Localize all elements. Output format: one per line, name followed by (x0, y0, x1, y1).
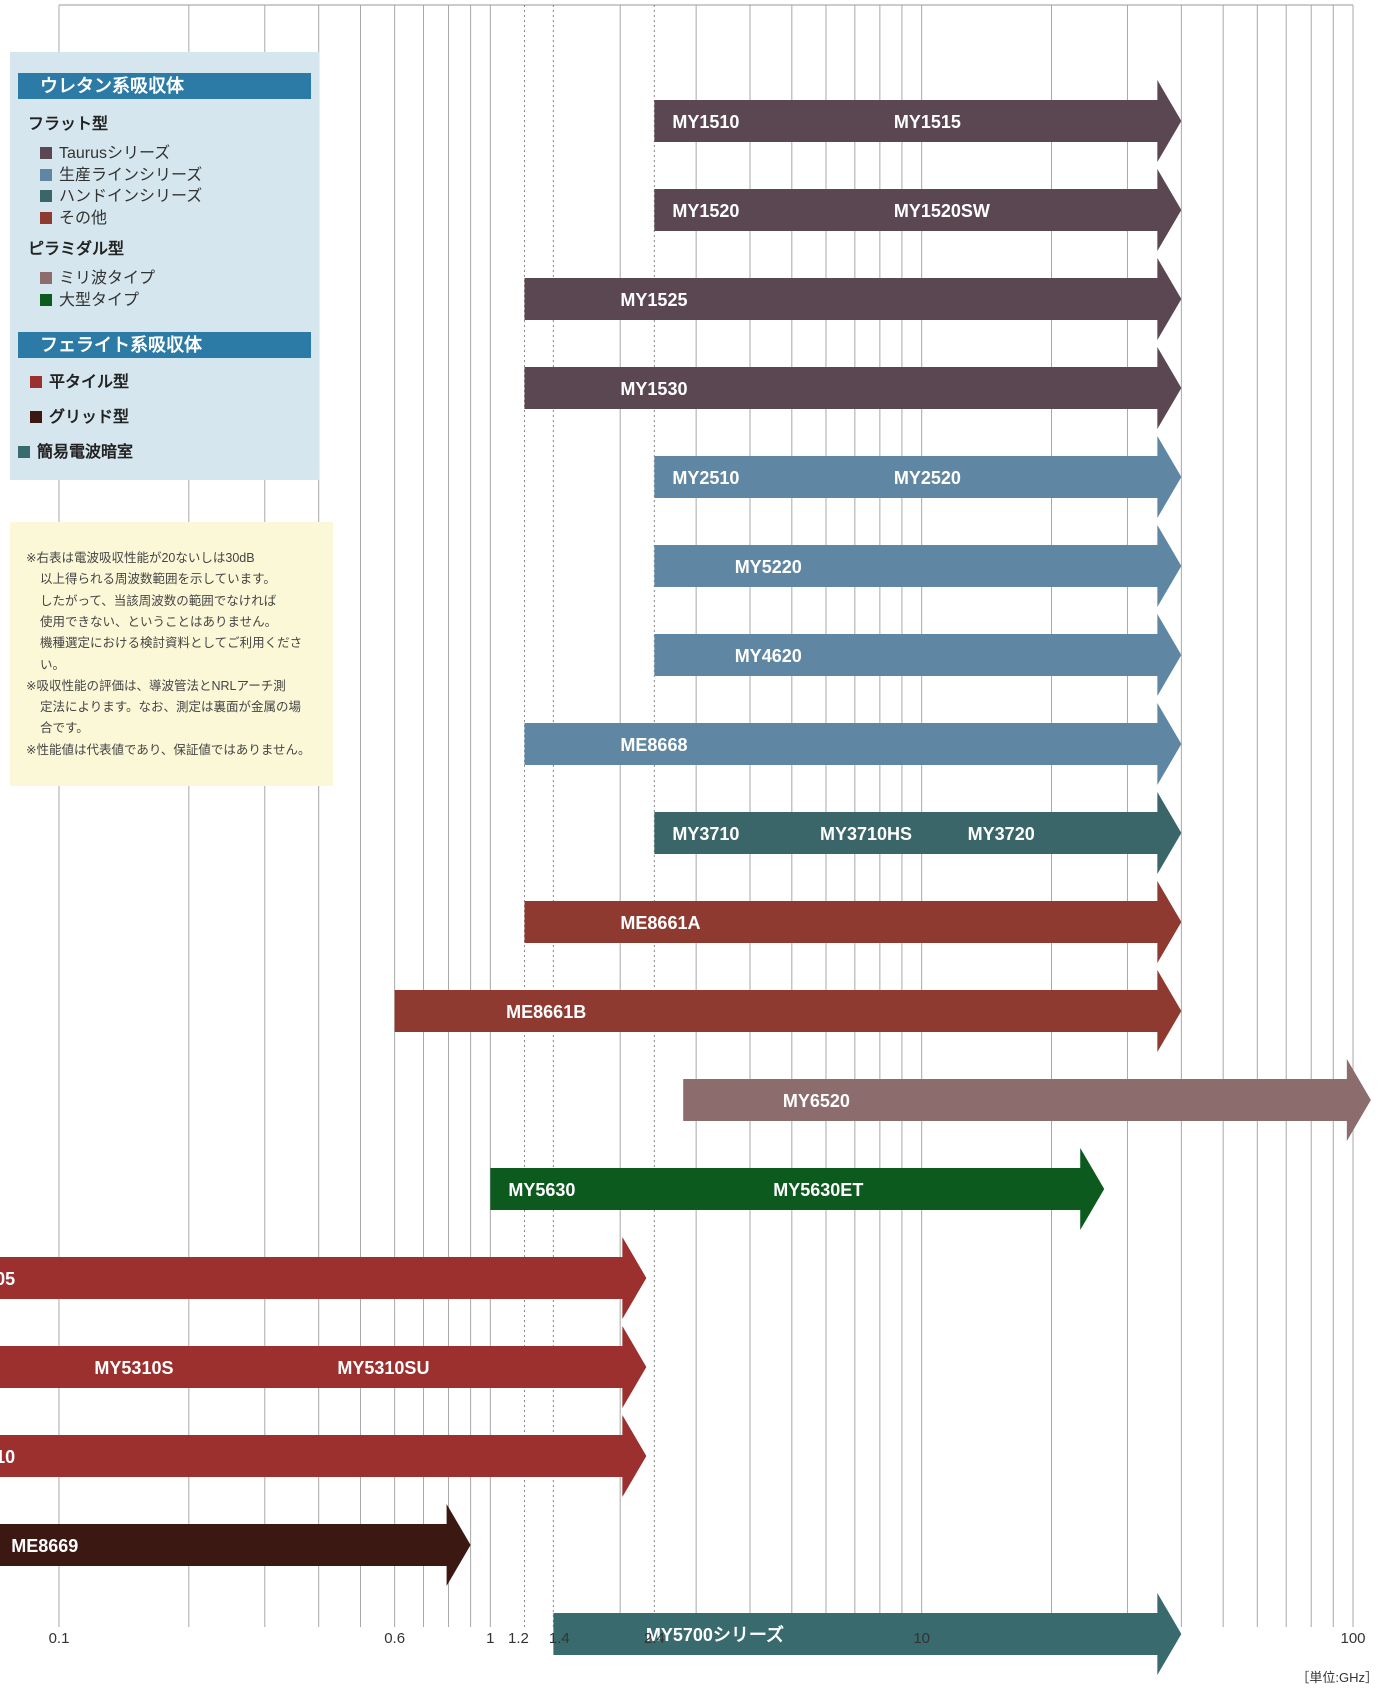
legend-item: ハンドインシリーズ (40, 182, 202, 206)
legend-item: グリッド型 (30, 403, 129, 427)
product-label: MY5630 (508, 1180, 575, 1200)
range-bar (0, 1504, 471, 1586)
legend-swatch (40, 168, 52, 181)
note-line: ※右表は電波吸収性能が20ないしは30dB (26, 551, 255, 565)
legend-item: その他 (40, 204, 107, 228)
product-label: MY6520 (783, 1091, 850, 1111)
legend-item: ミリ波タイプ (40, 264, 155, 288)
product-label: ME8668 (620, 735, 687, 755)
product-label: MY1525 (620, 290, 687, 310)
tick-label: 1.2 (508, 1630, 529, 1647)
legend-panel: ウレタン系吸収体 フラット型 Taurusシリーズ生産ラインシリーズハンドインシ… (10, 52, 319, 480)
product-label: MY2520 (894, 468, 961, 488)
range-bar (490, 1148, 1105, 1230)
note-line: 機種選定における検討資料としてご利用くださ (40, 636, 303, 651)
range-bar (394, 970, 1182, 1052)
range-bar (0, 1326, 647, 1408)
legend-urethane-title: ウレタン系吸収体 (18, 73, 311, 99)
product-label: MY5630ET (773, 1180, 863, 1200)
tick-label: 0.1 (49, 1630, 70, 1647)
legend-item-label: ミリ波タイプ (59, 270, 156, 287)
product-label: MY5305 (0, 1269, 15, 1289)
tick-label: 100 (1340, 1630, 1365, 1647)
product-label: MY3710 (672, 824, 739, 844)
legend-swatch (40, 293, 52, 306)
tick-label: 1 (486, 1630, 494, 1647)
tick-label: 2.4 (644, 1630, 665, 1647)
legend-swatch (40, 272, 52, 284)
range-bar (553, 1593, 1182, 1675)
note-line: ※吸収性能の評価は、導波管法とNRLアーチ測 (26, 678, 286, 693)
legend-swatch (40, 147, 52, 159)
product-label: MY5220 (735, 557, 802, 577)
range-bar (654, 80, 1182, 162)
legend-item: 生産ラインシリーズ (40, 161, 202, 185)
legend-flat-title: フラット型 (28, 116, 109, 133)
tick-label: 1.4 (549, 1630, 570, 1647)
product-label: ME8661A (620, 913, 700, 933)
legend-item-label: 簡易電波暗室 (37, 444, 134, 461)
range-bar (654, 792, 1182, 874)
legend-ferrite-title: フェライト系吸収体 (18, 332, 311, 358)
note-line: 使用できない、ということはありません。 (40, 614, 278, 629)
range-bar (524, 347, 1182, 429)
range-bar (654, 614, 1182, 696)
product-label: MY5700シリーズ (646, 1624, 784, 1645)
product-label: MY5310S (94, 1358, 173, 1378)
legend-swatch (30, 411, 42, 423)
note-line: ※性能値は代表値であり、保証値ではありません。 (26, 742, 311, 757)
legend-item-label: 大型タイプ (59, 291, 140, 309)
product-label: MY4620 (735, 646, 802, 666)
product-label: MY1530 (620, 379, 687, 399)
legend-item-label: その他 (59, 209, 108, 227)
product-label: MY1520 (672, 201, 739, 221)
range-bar (654, 169, 1182, 251)
note-line: したがって、当該周波数の範囲でなければ (40, 593, 277, 608)
product-label: MY2510 (672, 468, 739, 488)
range-bar (654, 436, 1182, 518)
legend-item-label: Taurusシリーズ (59, 145, 171, 162)
range-bar (683, 1059, 1371, 1141)
range-bar (524, 258, 1182, 340)
range-bar (0, 1415, 647, 1497)
legend-item: 平タイル型 (30, 368, 129, 392)
range-bar (654, 525, 1182, 607)
legend-swatch (18, 446, 30, 458)
legend-pyramidal-title: ピラミダル型 (28, 241, 125, 258)
range-bar (524, 881, 1182, 963)
legend-swatch (40, 190, 52, 202)
product-label: MY1510 (672, 112, 739, 132)
product-label: MY1515 (894, 112, 961, 132)
tick-label: 0.6 (384, 1630, 405, 1647)
note-line: い。 (40, 657, 66, 672)
product-label: MY5410 (0, 1447, 15, 1467)
notes-box: ※右表は電波吸収性能が20ないしは30dB 以上得られる周波数範囲を示しています。… (10, 522, 333, 786)
legend-swatch (40, 211, 52, 224)
note-line: 合です。 (40, 721, 89, 736)
legend-item-label: ハンドインシリーズ (59, 188, 203, 205)
legend-item: 簡易電波暗室 (18, 438, 133, 462)
range-bar (0, 1237, 647, 1319)
range-bar (524, 703, 1182, 785)
note-line: 定法によります。なお、測定は裏面が金属の場 (40, 700, 302, 715)
product-label: ME8669 (11, 1536, 78, 1556)
tick-label: 10 (913, 1630, 930, 1647)
product-label: MY3720 (968, 824, 1035, 844)
product-label: ME8661B (506, 1002, 586, 1022)
legend-item-label: 生産ラインシリーズ (59, 166, 203, 184)
product-label: MY5310SU (337, 1358, 429, 1378)
legend-swatch (30, 376, 42, 388)
note-line: 以上得られる周波数範囲を示しています。 (40, 572, 276, 587)
unit-label: ［単位:GHz］ (1296, 1670, 1378, 1685)
legend-item-label: 平タイル型 (49, 374, 130, 391)
legend-item: Taurusシリーズ (40, 139, 170, 163)
product-label: MY1520SW (894, 201, 990, 221)
legend-item-label: グリッド型 (49, 409, 130, 426)
legend-item: 大型タイプ (40, 286, 139, 310)
product-label: MY3710HS (820, 824, 912, 844)
